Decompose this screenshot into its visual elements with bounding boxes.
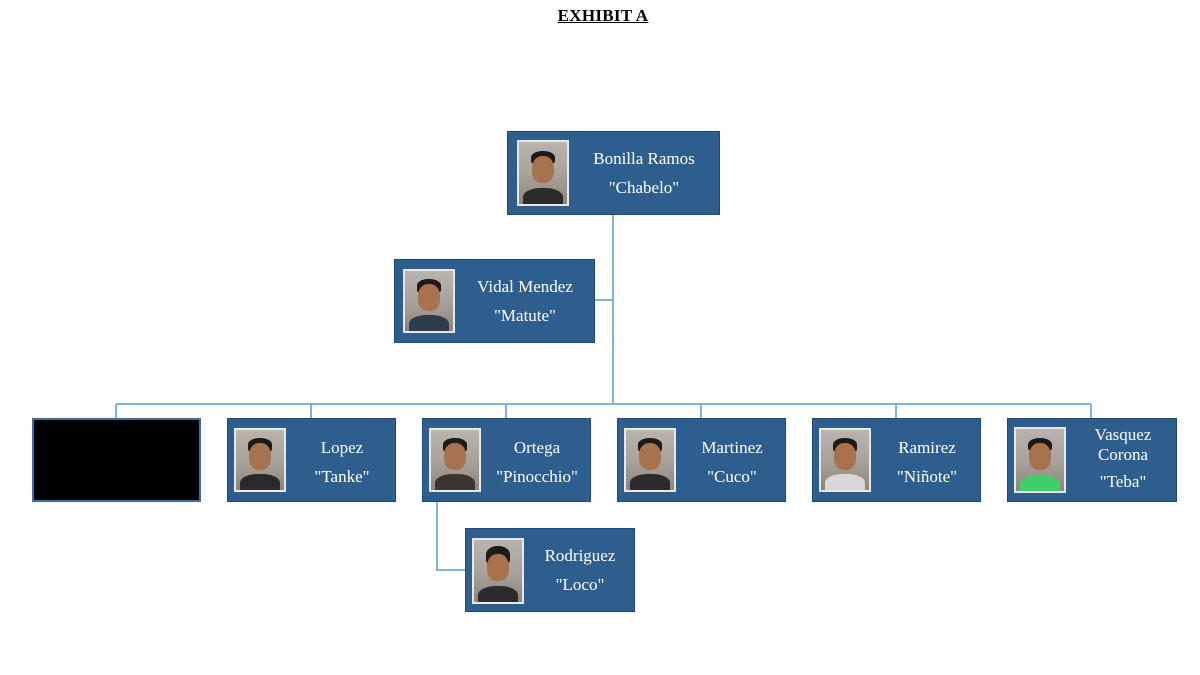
org-node-member-redacted [32,418,201,502]
mugshot-photo [429,428,481,492]
sub-member-alias: "Loco" [555,575,605,594]
mugshot-photo [1014,427,1066,493]
sub-member-name: Rodriguez [544,546,616,565]
leader-name: Bonilla Ramos [593,149,695,168]
mugshot-photo [472,538,524,604]
member-alias: "Tanke" [314,467,370,486]
lieutenant-alias: "Matute" [493,306,557,325]
org-node-sub-member-rodriguez: Rodriguez "Loco" [465,528,635,612]
mugshot-photo [517,140,569,206]
member-name: Lopez [320,438,364,457]
member-name: Ortega [513,438,561,457]
org-node-member-lopez: Lopez "Tanke" [227,418,396,502]
member-name: Ramirez [898,438,956,457]
org-node-lieutenant: Vidal Mendez "Matute" [394,259,595,343]
member-alias: "Niñote" [896,467,958,486]
connector-sub-member [436,502,466,571]
org-node-member-ortega: Ortega "Pinocchio" [422,418,591,502]
org-node-member-ramirez: Ramirez "Niñote" [812,418,981,502]
exhibit-title: EXHIBIT A [557,6,649,25]
mugshot-photo [403,269,455,333]
member-alias: "Cuco" [707,467,757,486]
org-node-member-vasquez-corona: Vasquez Corona "Teba" [1007,418,1177,502]
mugshot-photo [234,428,286,492]
lieutenant-name: Vidal Mendez [477,277,573,296]
member-alias: "Teba" [1099,472,1147,491]
mugshot-photo [819,428,871,492]
mugshot-photo [624,428,676,492]
member-name: Martinez [701,438,763,457]
member-name: Vasquez Corona [1094,425,1152,464]
leader-alias: "Chabelo" [608,178,680,197]
org-node-member-martinez: Martinez "Cuco" [617,418,786,502]
member-alias: "Pinocchio" [496,467,578,486]
org-node-leader: Bonilla Ramos "Chabelo" [507,131,720,215]
